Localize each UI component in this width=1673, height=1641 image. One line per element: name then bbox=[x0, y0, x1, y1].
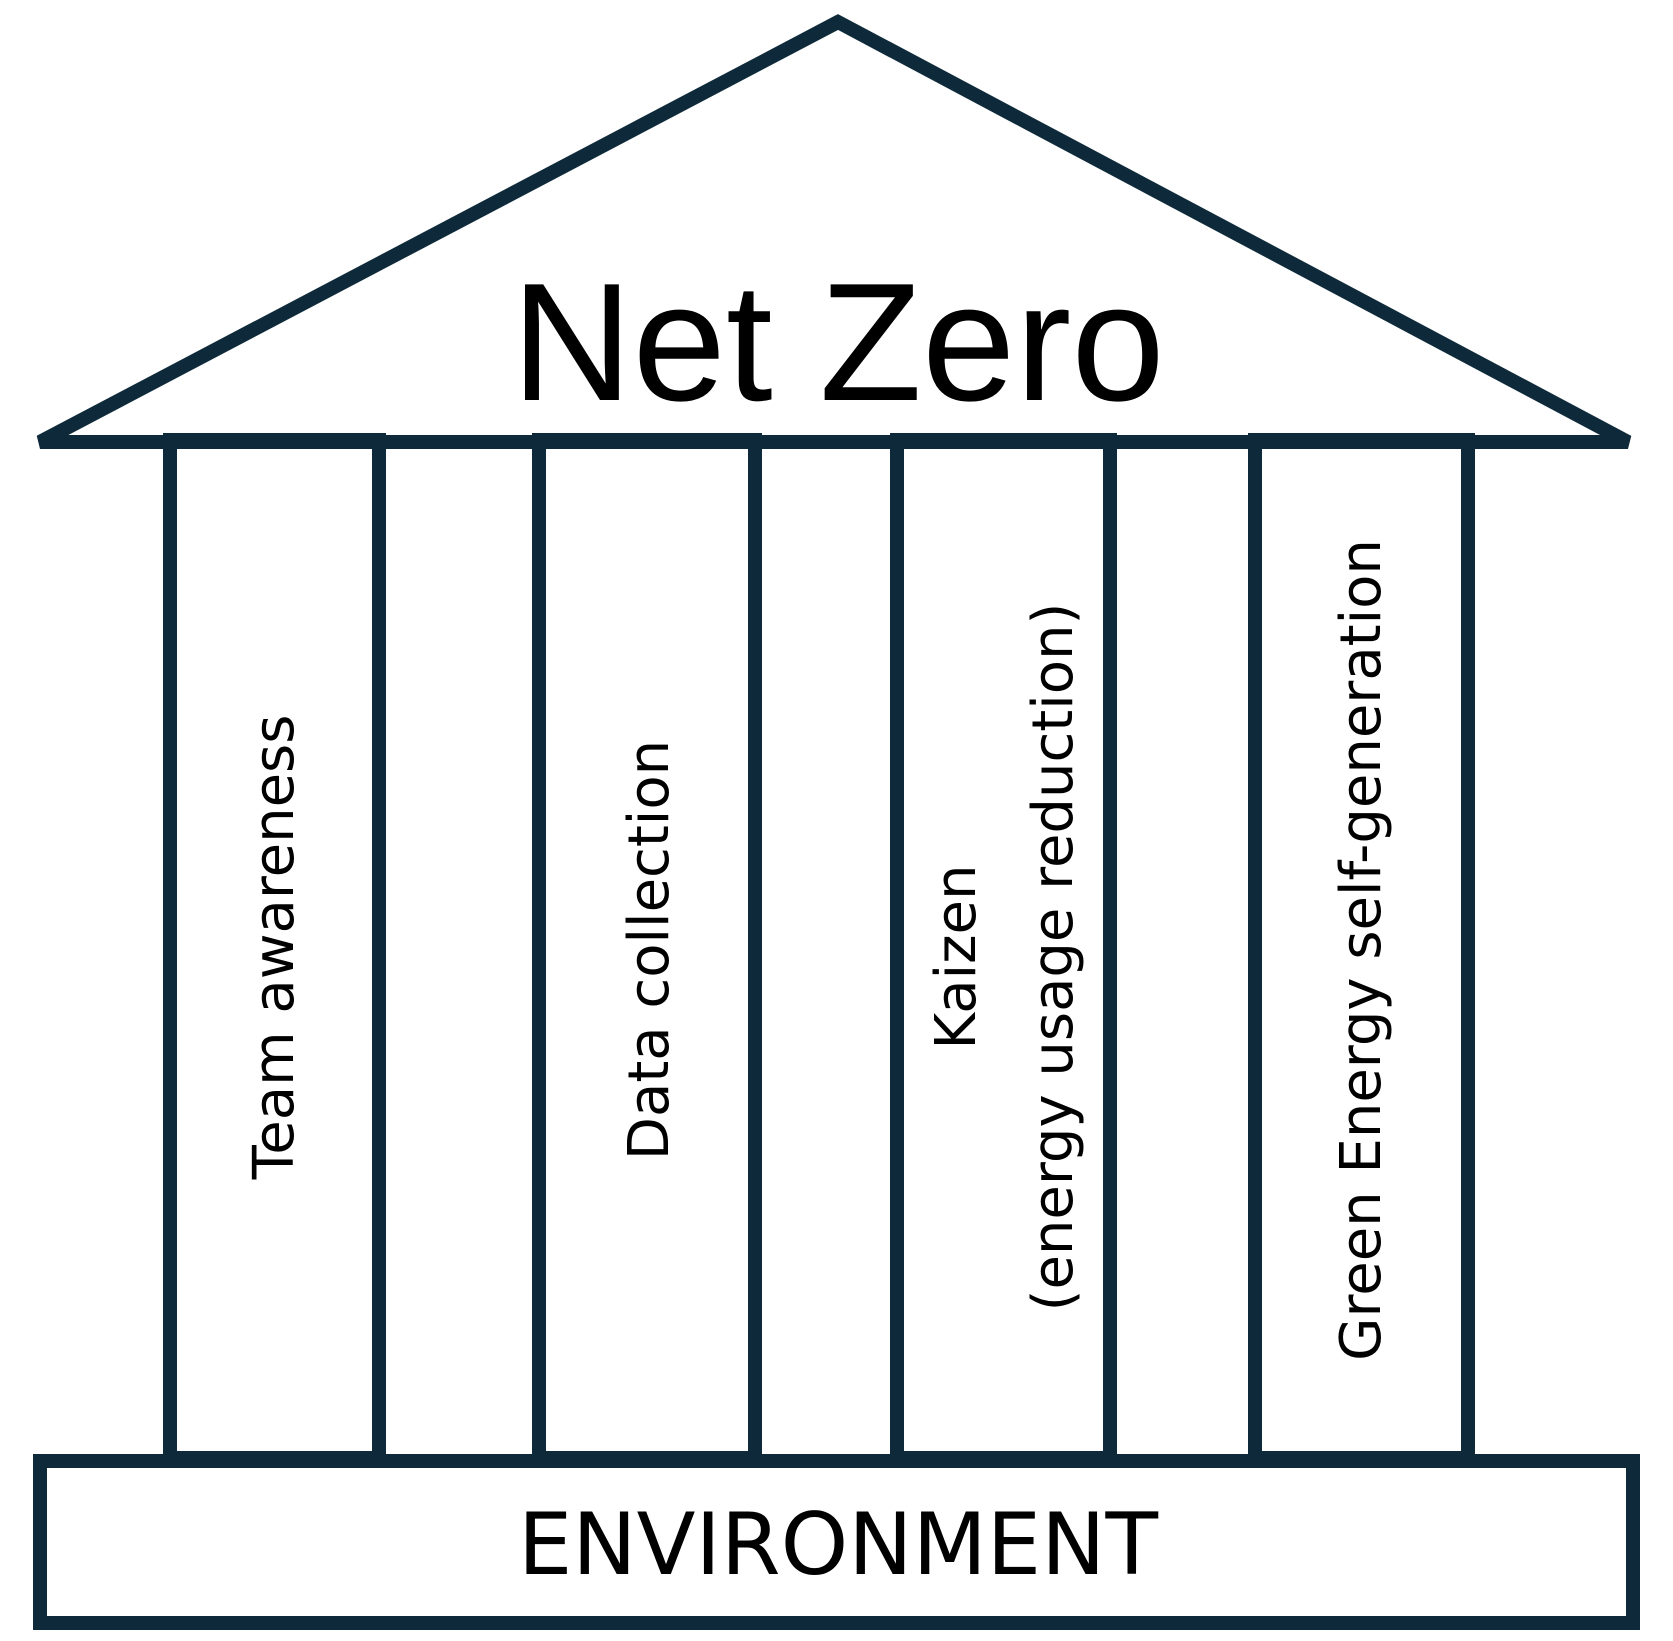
pillar-label-green-energy: Green Energy self-generation bbox=[1329, 539, 1394, 1361]
pillar-label-team-awareness: Team awareness bbox=[242, 715, 307, 1181]
pillar-label-kaizen: Kaizen bbox=[924, 865, 989, 1050]
roof-title: Net Zero bbox=[511, 248, 1165, 436]
roof-triangle bbox=[36, 14, 1632, 449]
base-label: ENVIRONMENT bbox=[518, 1495, 1159, 1595]
base-environment bbox=[33, 1454, 1640, 1630]
pillar-label-kaizen-detail: (energy usage reduction) bbox=[1021, 603, 1086, 1312]
pillar-label-data-collection: Data collection bbox=[617, 740, 682, 1160]
